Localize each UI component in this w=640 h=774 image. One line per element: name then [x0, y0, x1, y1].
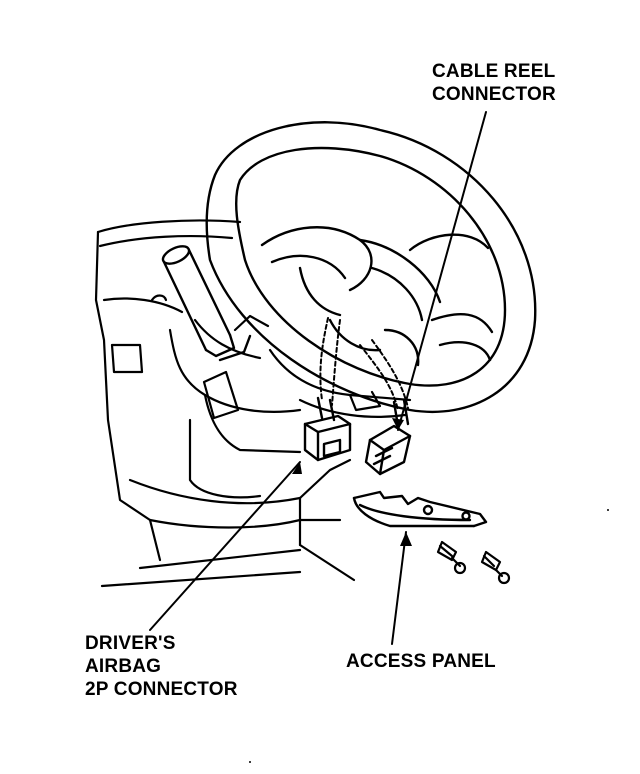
leader-cable-reel — [397, 111, 487, 431]
drivers-airbag-label-line-1: DRIVER'S — [85, 633, 176, 654]
cable-reel-connector-label-line-2: CONNECTOR — [432, 84, 556, 105]
steering-column — [268, 348, 412, 418]
turn-signal-lever — [161, 245, 252, 362]
drivers-airbag-connector — [303, 396, 352, 462]
dash-vent-left — [110, 343, 144, 374]
cable-reel-connector-label: CABLE REEL CONNECTOR — [432, 60, 556, 106]
scan-specks — [249, 509, 609, 763]
leader-arrowheads — [292, 418, 412, 546]
column-cover-panel — [202, 370, 240, 420]
drivers-airbag-connector-label: DRIVER'S AIRBAG 2P CONNECTOR — [85, 632, 238, 701]
screw-right — [480, 550, 511, 585]
cable-reel-connector-label-line-1: CABLE REEL — [432, 61, 556, 82]
steering-wheel — [205, 121, 537, 414]
dashboard — [94, 219, 356, 588]
screw-left — [436, 540, 467, 575]
access-panel-label-text: ACCESS PANEL — [346, 651, 496, 672]
drivers-airbag-label-line-3: 2P CONNECTOR — [85, 679, 238, 700]
leader-access-panel — [391, 531, 407, 645]
drivers-airbag-label-line-2: AIRBAG — [85, 656, 162, 677]
access-panel-label: ACCESS PANEL — [346, 650, 496, 673]
column-cover — [150, 294, 302, 499]
cable-reel-connector — [364, 398, 412, 476]
leader-drivers-airbag — [149, 461, 301, 631]
leader-lines — [149, 111, 487, 645]
access-panel — [352, 490, 488, 528]
